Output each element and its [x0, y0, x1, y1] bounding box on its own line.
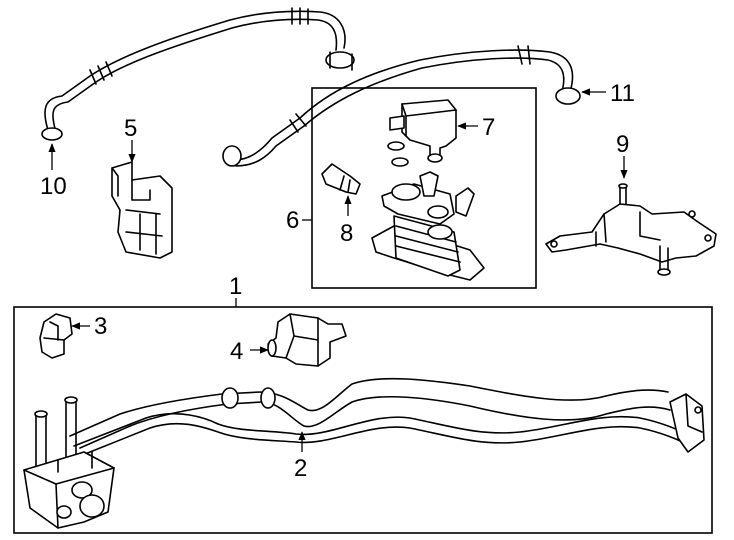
callout-8: 8	[340, 220, 353, 247]
part-9-mounting-bracket	[545, 183, 717, 276]
callout-labels: 10 5 11 7 8 9 6 1 3 4 2	[40, 80, 635, 482]
part-7-module	[387, 99, 457, 167]
callout-11: 11	[610, 80, 635, 107]
cooler-lines-group-box	[13, 306, 713, 534]
part-8-sensor	[321, 163, 361, 195]
part-2-cooler-lines	[23, 377, 705, 529]
callout-1: 1	[229, 273, 242, 300]
callout-7: 7	[482, 114, 495, 141]
leader-lines	[48, 88, 628, 452]
cooler-body	[371, 171, 485, 281]
part-5-bracket	[111, 161, 173, 259]
callout-2: 2	[294, 455, 307, 482]
module-group-box	[311, 87, 537, 289]
part-11-middle-hose	[222, 45, 581, 167]
callout-5: 5	[124, 115, 137, 142]
group-frame-1	[13, 306, 713, 534]
part-4-connector	[267, 313, 347, 367]
callout-6: 6	[286, 207, 299, 234]
group-frame-6	[311, 87, 537, 289]
part-10-upper-hose	[41, 7, 355, 141]
callout-10: 10	[40, 173, 67, 200]
callout-9: 9	[616, 131, 629, 158]
part-3-fitting	[39, 313, 73, 359]
callout-3: 3	[94, 313, 107, 340]
callout-4: 4	[230, 338, 243, 365]
